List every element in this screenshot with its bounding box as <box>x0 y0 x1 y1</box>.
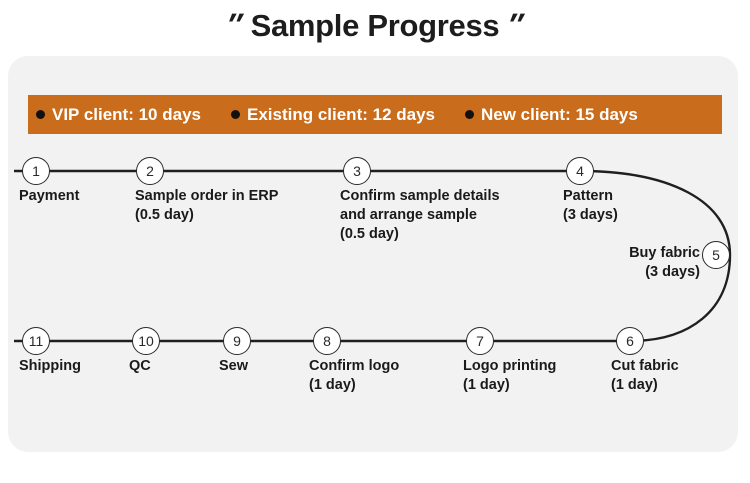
legend-item-label: Existing client: 12 days <box>246 104 435 124</box>
title-bar: ″Sample Progress″ <box>0 0 750 52</box>
flow-label-10: QC <box>129 358 151 374</box>
quote-left-icon: ″ <box>222 7 247 42</box>
flow-node-11[interactable]: 11 <box>22 327 50 355</box>
flow-label-2: Sample order in ERP (0.5 day) <box>135 188 279 223</box>
flow-label-5: Buy fabric (3 days) <box>629 245 700 280</box>
legend-item-new: New client: 15 days <box>465 105 638 125</box>
quote-right-icon: ″ <box>504 7 528 42</box>
flow-node-2[interactable]: 2 <box>136 157 164 185</box>
legend-item-existing: Existing client: 12 days <box>230 104 435 125</box>
flow-label-4: Pattern (3 days) <box>563 188 618 223</box>
flow-label-8: Confirm logo (1 day) <box>309 358 400 393</box>
flow-node-8[interactable]: 8 <box>313 327 341 355</box>
flow-node-9[interactable]: 9 <box>223 327 251 355</box>
flow-label-3: Confirm sample details and arrange sampl… <box>340 188 500 242</box>
flow-label-9: Sew <box>219 358 249 374</box>
legend-item-vip: VIP client: 10 days <box>36 105 201 125</box>
flow-node-10[interactable]: 10 <box>132 327 160 355</box>
bullet-icon <box>36 110 45 119</box>
legend-item-label: New client: 15 days <box>481 104 638 124</box>
flow-node-3[interactable]: 3 <box>343 157 371 185</box>
flow-node-5[interactable]: 5 <box>702 241 730 269</box>
bullet-icon <box>465 110 474 119</box>
legend-item-label: VIP client: 10 days <box>52 104 201 124</box>
flow-node-7[interactable]: 7 <box>466 327 494 355</box>
legend-banner: VIP client: 10 days Existing client: 12 … <box>28 95 722 134</box>
flow-label-11: Shipping <box>19 358 82 374</box>
page-title-text: Sample Progress <box>250 8 500 43</box>
bullet-icon <box>230 110 240 119</box>
flow-node-6[interactable]: 6 <box>616 327 644 355</box>
flow-label-1: Payment <box>19 188 80 204</box>
flow-label-7: Logo printing (1 day) <box>463 358 557 393</box>
flow-node-4[interactable]: 4 <box>566 157 594 185</box>
page-title: ″Sample Progress″ <box>218 7 532 44</box>
flow-label-6: Cut fabric (1 day) <box>611 358 679 393</box>
flow-node-1[interactable]: 1 <box>22 157 50 185</box>
